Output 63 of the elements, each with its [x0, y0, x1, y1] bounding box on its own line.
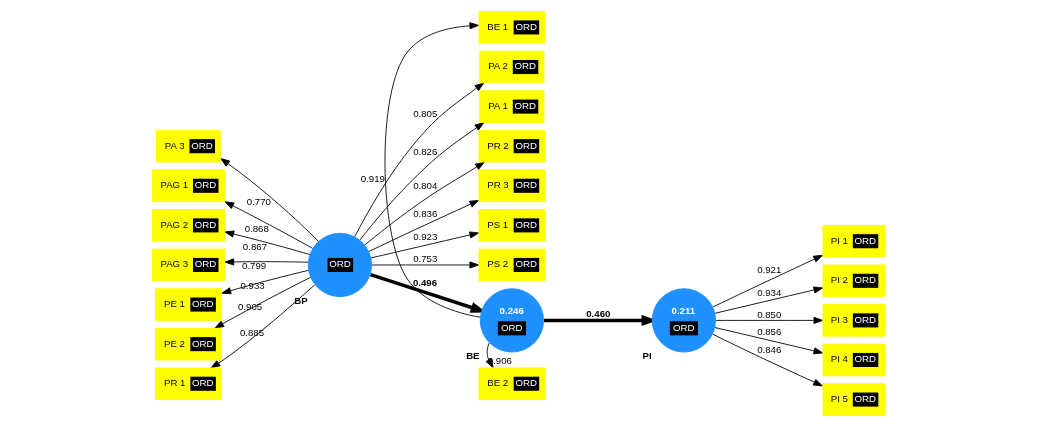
arrow — [371, 261, 480, 269]
node-box: BE 1 ORD — [478, 11, 546, 44]
node-box: PAG 2 ORD — [152, 209, 226, 242]
node-label: BP — [294, 294, 308, 306]
edge-label: 0.856 — [757, 326, 782, 338]
node-box: PI 3 ORD — [822, 304, 885, 337]
arrow — [224, 230, 311, 255]
node-label: PI — [642, 349, 652, 361]
arrow — [354, 82, 485, 238]
arrow — [221, 269, 310, 295]
arrow — [210, 284, 316, 369]
edge-label: 0.846 — [757, 343, 782, 355]
node-circle: 0.211 ORD — [651, 288, 716, 353]
edge-label: 0.836 — [413, 208, 438, 220]
node-box: PAG 1 ORD — [152, 169, 226, 203]
edge-label: 0.496 — [412, 276, 438, 288]
node-box: PI 5 ORD — [822, 383, 885, 416]
edge-label: 0.868 — [244, 223, 269, 235]
node-box: PI 4 ORD — [822, 343, 885, 377]
node-box: PS 2 ORD — [478, 248, 546, 282]
edge-label: 0.867 — [242, 241, 268, 253]
node-box: PA 2 ORD — [479, 50, 545, 84]
arrow — [712, 333, 823, 387]
node-box: PAG 3 ORD — [152, 248, 226, 282]
arrow — [714, 327, 824, 355]
arrow — [364, 161, 485, 246]
node-box: PE 1 ORD — [155, 288, 222, 321]
node-box: PR 3 ORD — [478, 169, 546, 203]
node-box: PR 2 ORD — [478, 129, 546, 163]
arrow — [224, 258, 309, 266]
arrow — [712, 254, 823, 308]
edge-label: 0.921 — [757, 263, 782, 275]
node-box: PR 1 ORD — [155, 367, 222, 400]
edge-label: 0.923 — [413, 231, 438, 243]
node-box: PE 2 ORD — [155, 327, 222, 361]
arrow — [224, 201, 314, 249]
edge-label: 0.753 — [413, 253, 438, 265]
edge-label: 0.799 — [242, 260, 267, 272]
arrow — [214, 276, 312, 329]
node-box: PI 2 ORD — [822, 264, 885, 298]
arrow — [370, 231, 480, 259]
edge-label: 0.770 — [246, 196, 271, 208]
arrow — [359, 122, 485, 241]
node-box: PA 3 ORD — [156, 129, 222, 163]
edge-label: 0.919 — [360, 172, 385, 184]
arrow — [714, 286, 824, 314]
edge-label: 0.805 — [413, 107, 438, 119]
edge-label: 0.826 — [413, 145, 438, 157]
node-box: PS 1 ORD — [478, 209, 546, 242]
edge-label: 0.460 — [586, 307, 611, 319]
node-circle: ORD — [307, 232, 372, 298]
arrow — [368, 200, 480, 252]
node-label: BE — [466, 349, 480, 361]
edge-label: 0.804 — [413, 180, 438, 192]
arrow — [220, 158, 319, 242]
node-circle: 0.246 ORD — [479, 288, 544, 353]
edge-label: 0.934 — [757, 286, 782, 298]
arrow — [715, 316, 824, 324]
node-box: PI 1 ORD — [822, 224, 885, 258]
arrow — [384, 22, 481, 318]
edge-label: 0.850 — [757, 308, 782, 320]
node-box: PA 1 ORD — [479, 90, 545, 123]
node-box: BE 2 ORD — [478, 367, 546, 400]
